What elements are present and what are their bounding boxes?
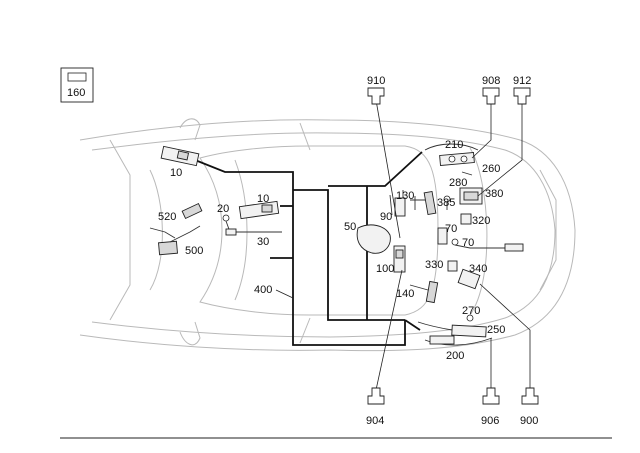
callout-260: 260 (482, 163, 500, 175)
component-10-rear (160, 145, 200, 167)
vehicle-outline (79, 118, 576, 352)
callout-50: 50 (344, 221, 356, 233)
callout-10-front: 10 (257, 193, 269, 205)
callout-385: 385 (437, 197, 455, 209)
callout-400: 400 (254, 284, 272, 296)
leader-lines (275, 99, 531, 391)
detail-ref-910-label: 910 (367, 75, 385, 87)
component-140 (409, 280, 439, 304)
callout-200: 200 (446, 350, 464, 362)
component-385 (443, 195, 451, 210)
callout-140: 140 (396, 288, 414, 300)
legend-label: 160 (67, 87, 85, 99)
detail-ref-908: 908 (482, 75, 500, 105)
component-20 (222, 214, 282, 236)
component-270 (466, 314, 474, 322)
detail-ref-906: 906 (481, 387, 500, 427)
callout-280: 280 (449, 177, 467, 189)
callout-210: 210 (445, 139, 463, 151)
component-280 (461, 171, 473, 176)
component-210 (424, 143, 479, 166)
component-320 (460, 213, 472, 225)
component-250 (417, 321, 487, 338)
callout-90: 90 (380, 211, 392, 223)
callout-70-right: 70 (462, 237, 474, 249)
callout-270: 270 (462, 305, 480, 317)
component-100 (393, 245, 406, 273)
callout-labels: 10 10 20 30 50 70 70 90 100 130 140 200 … (158, 139, 505, 362)
callout-20: 20 (217, 203, 229, 215)
legend-box: 160 (60, 67, 94, 103)
detail-ref-900: 900 (520, 387, 539, 427)
callout-330: 330 (425, 259, 443, 271)
callout-100: 100 (376, 263, 394, 275)
callout-520: 520 (158, 211, 176, 223)
component-70-right (451, 238, 524, 252)
callout-340: 340 (469, 263, 487, 275)
detail-ref-904: 904 (366, 387, 385, 427)
component-70-left (437, 227, 448, 245)
component-50 (356, 224, 391, 254)
component-130 (410, 190, 437, 216)
component-380 (459, 187, 483, 205)
component-520 (181, 202, 203, 220)
detail-ref-912-label: 912 (513, 75, 531, 87)
component-500 (149, 225, 201, 256)
component-340 (457, 268, 481, 290)
detail-ref-904-label: 904 (366, 415, 384, 427)
callout-320: 320 (472, 215, 490, 227)
detail-ref-910: 910 (367, 75, 385, 105)
callout-130: 130 (396, 190, 414, 202)
component-330 (447, 260, 458, 272)
detail-ref-906-label: 906 (481, 415, 499, 427)
callout-10-rear: 10 (170, 167, 182, 179)
detail-ref-908-label: 908 (482, 75, 500, 87)
callout-70-left: 70 (445, 223, 457, 235)
component-200 (424, 335, 493, 346)
detail-ref-912: 912 (513, 75, 531, 105)
component-10-front (238, 200, 280, 220)
main-harness (194, 151, 423, 346)
callout-30: 30 (257, 236, 269, 248)
callout-250: 250 (487, 324, 505, 336)
detail-ref-900-label: 900 (520, 415, 538, 427)
callout-380: 380 (485, 188, 503, 200)
callout-500: 500 (185, 245, 203, 257)
